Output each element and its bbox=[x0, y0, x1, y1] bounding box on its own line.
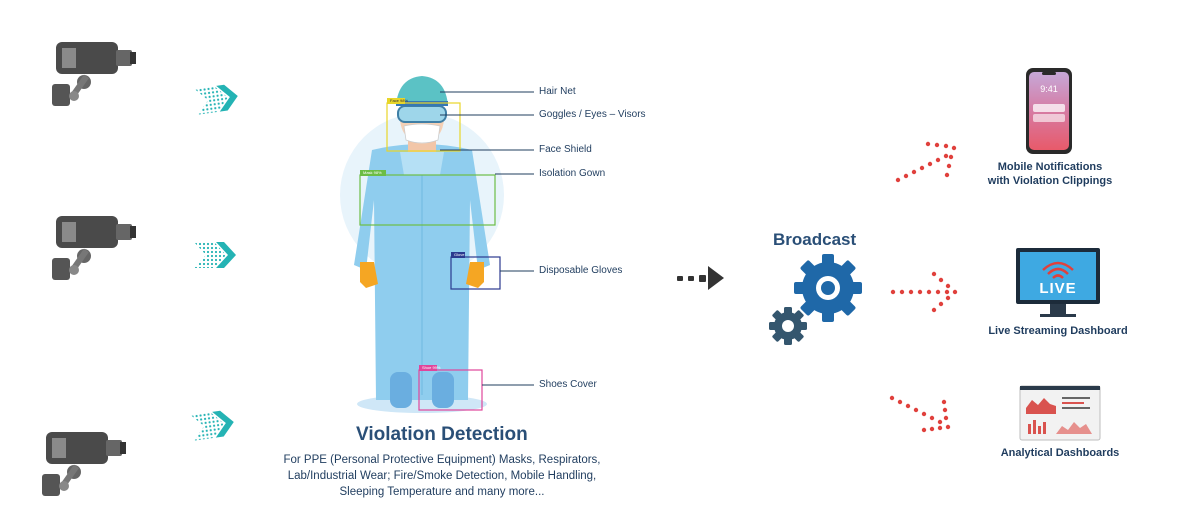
detection-box-gown bbox=[359, 174, 496, 226]
live-text: LIVE bbox=[1039, 280, 1077, 297]
mobile-label-line-2: with Violation Clippings bbox=[987, 175, 1113, 187]
gear-icon-large bbox=[794, 254, 862, 322]
gear-icon-small bbox=[769, 307, 807, 345]
mobile-label-line-1: Mobile Notifications bbox=[997, 161, 1103, 173]
cctv-camera-icon-bottom bbox=[42, 432, 126, 496]
teal-arrow-icon-bottom bbox=[190, 410, 234, 441]
cctv-camera-icon-middle bbox=[52, 216, 136, 280]
ppe-worker-figure bbox=[340, 76, 504, 413]
red-arrow-icon-analytics bbox=[889, 395, 951, 433]
label-disposable-gloves: Disposable Gloves bbox=[539, 265, 623, 276]
description-line-1: For PPE (Personal Protective Equipment) … bbox=[283, 454, 601, 466]
broadcast-title: Broadcast bbox=[773, 230, 857, 249]
description-line-2: Lab/Industrial Wear; Fire/Smoke Detectio… bbox=[287, 470, 597, 482]
label-face-shield: Face Shield bbox=[539, 144, 592, 155]
violation-detection-title: Violation Detection bbox=[356, 424, 528, 445]
tag-face: Face 98% bbox=[390, 98, 409, 103]
label-isolation-gown: Isolation Gown bbox=[539, 168, 606, 179]
detection-box-shoe bbox=[418, 369, 483, 411]
label-goggles: Goggles / Eyes – Visors bbox=[539, 109, 646, 120]
teal-arrow-icon-middle bbox=[194, 242, 236, 268]
cctv-camera-icon-top bbox=[52, 42, 136, 106]
callout-lines bbox=[440, 91, 534, 386]
monitor-icon bbox=[1016, 248, 1100, 317]
teal-arrow-icon-top bbox=[194, 84, 238, 115]
label-hair-net: Hair Net bbox=[539, 86, 576, 97]
phone-time: 9:41 bbox=[1040, 84, 1058, 94]
tag-gown: Mask 98% bbox=[363, 170, 382, 175]
red-arrow-icon-live bbox=[890, 271, 958, 313]
red-arrow-icon-mobile bbox=[895, 141, 957, 183]
live-streaming-label: Live Streaming Dashboard bbox=[988, 325, 1128, 337]
mobile-phone-icon bbox=[1026, 68, 1072, 154]
detection-box-glove bbox=[450, 256, 501, 290]
analytics-dashboard-icon bbox=[1019, 385, 1101, 441]
analytical-dashboards-label: Analytical Dashboards bbox=[1000, 447, 1120, 459]
label-shoes-cover: Shoes Cover bbox=[539, 379, 597, 390]
mobile-notifications-label: Mobile Notifications with Violation Clip… bbox=[960, 160, 1140, 188]
tag-shoe: Shoe 99% bbox=[422, 365, 441, 370]
tag-glove: Glove bbox=[454, 252, 465, 257]
arrow-to-broadcast bbox=[677, 266, 724, 290]
description-line-3: Sleeping Temperature and many more... bbox=[339, 486, 545, 498]
violation-detection-description: For PPE (Personal Protective Equipment) … bbox=[262, 452, 622, 500]
detection-box-face bbox=[386, 102, 461, 152]
